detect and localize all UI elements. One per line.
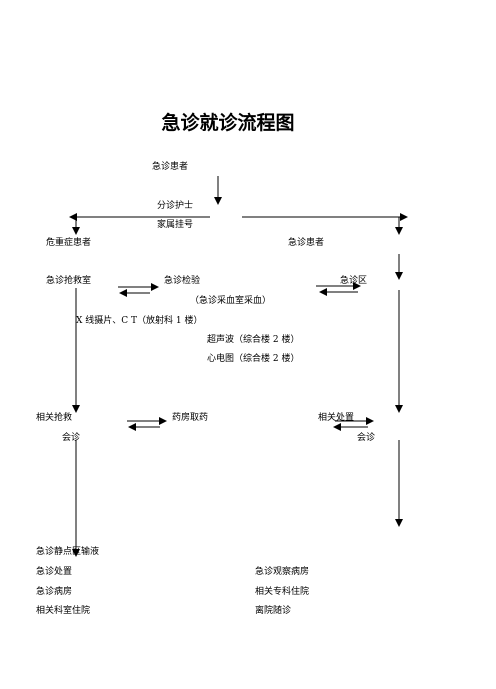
node-rescue-room: 急诊抢救室	[46, 276, 92, 286]
node-dept-admission: 相关科室住院	[36, 606, 91, 616]
node-consult-left: 会诊	[62, 433, 81, 443]
node-ultrasound: 超声波（综合楼 2 楼）	[207, 335, 300, 345]
node-observation-ward: 急诊观察病房	[255, 567, 310, 577]
node-triage-nurse: 分诊护士	[157, 201, 194, 211]
node-specialty-admission: 相关专科住院	[255, 587, 310, 597]
node-family-register: 家属挂号	[157, 220, 194, 230]
node-xray-ct: X 线摄片、C T（放射科 1 楼）	[76, 316, 203, 326]
node-discharge-followup: 离院随诊	[255, 606, 292, 616]
node-consult-right: 会诊	[357, 433, 376, 443]
node-emergency-area: 急诊区	[340, 276, 368, 286]
node-related-rescue: 相关抢救	[36, 413, 73, 423]
node-pharmacy: 药房取药	[172, 413, 209, 423]
node-emergency-ward: 急诊病房	[36, 587, 73, 597]
node-blood-room: （急诊采血室采血）	[190, 296, 272, 306]
node-patient-right: 急诊患者	[288, 238, 325, 248]
node-lab-test: 急诊检验	[164, 276, 201, 286]
node-emergency-treatment: 急诊处置	[36, 567, 73, 577]
node-iv-infusion: 急诊静点区输液	[36, 547, 100, 557]
page-title: 急诊就诊流程图	[161, 112, 295, 134]
node-patient-top: 急诊患者	[152, 162, 189, 172]
node-ecg: 心电图（综合楼 2 楼）	[207, 354, 300, 364]
node-critical-patient: 危重症患者	[46, 238, 92, 248]
node-related-treatment: 相关处置	[318, 413, 355, 423]
